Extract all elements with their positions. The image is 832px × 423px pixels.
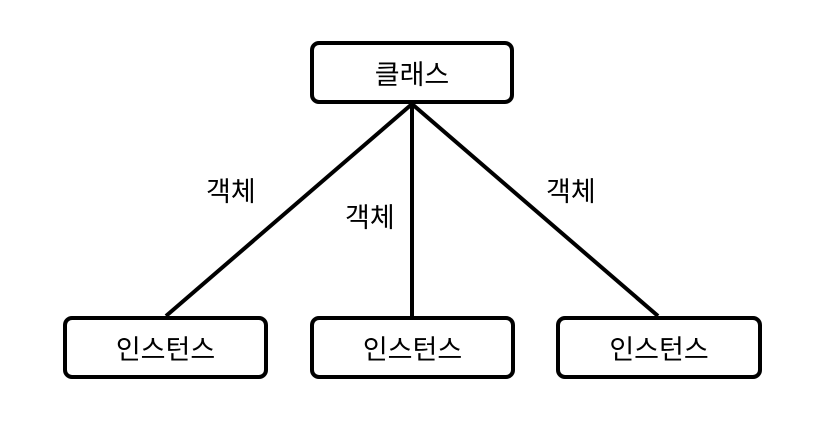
instance-node-right: 인스턴스 [556,316,762,379]
class-node-label: 클래스 [374,60,450,91]
instance-node-label: 인스턴스 [115,335,216,366]
edge-label-right: 객체 [546,177,596,208]
connector-line-right [410,102,660,318]
edge-label-left: 객체 [206,177,256,208]
instance-node-center: 인스턴스 [310,316,515,379]
instance-node-label: 인스턴스 [362,335,463,366]
connector-line-left [164,102,414,318]
edge-label-center: 객체 [345,203,395,234]
instance-node-label: 인스턴스 [609,335,709,366]
instance-node-left: 인스턴스 [63,316,268,379]
class-node: 클래스 [310,41,514,104]
